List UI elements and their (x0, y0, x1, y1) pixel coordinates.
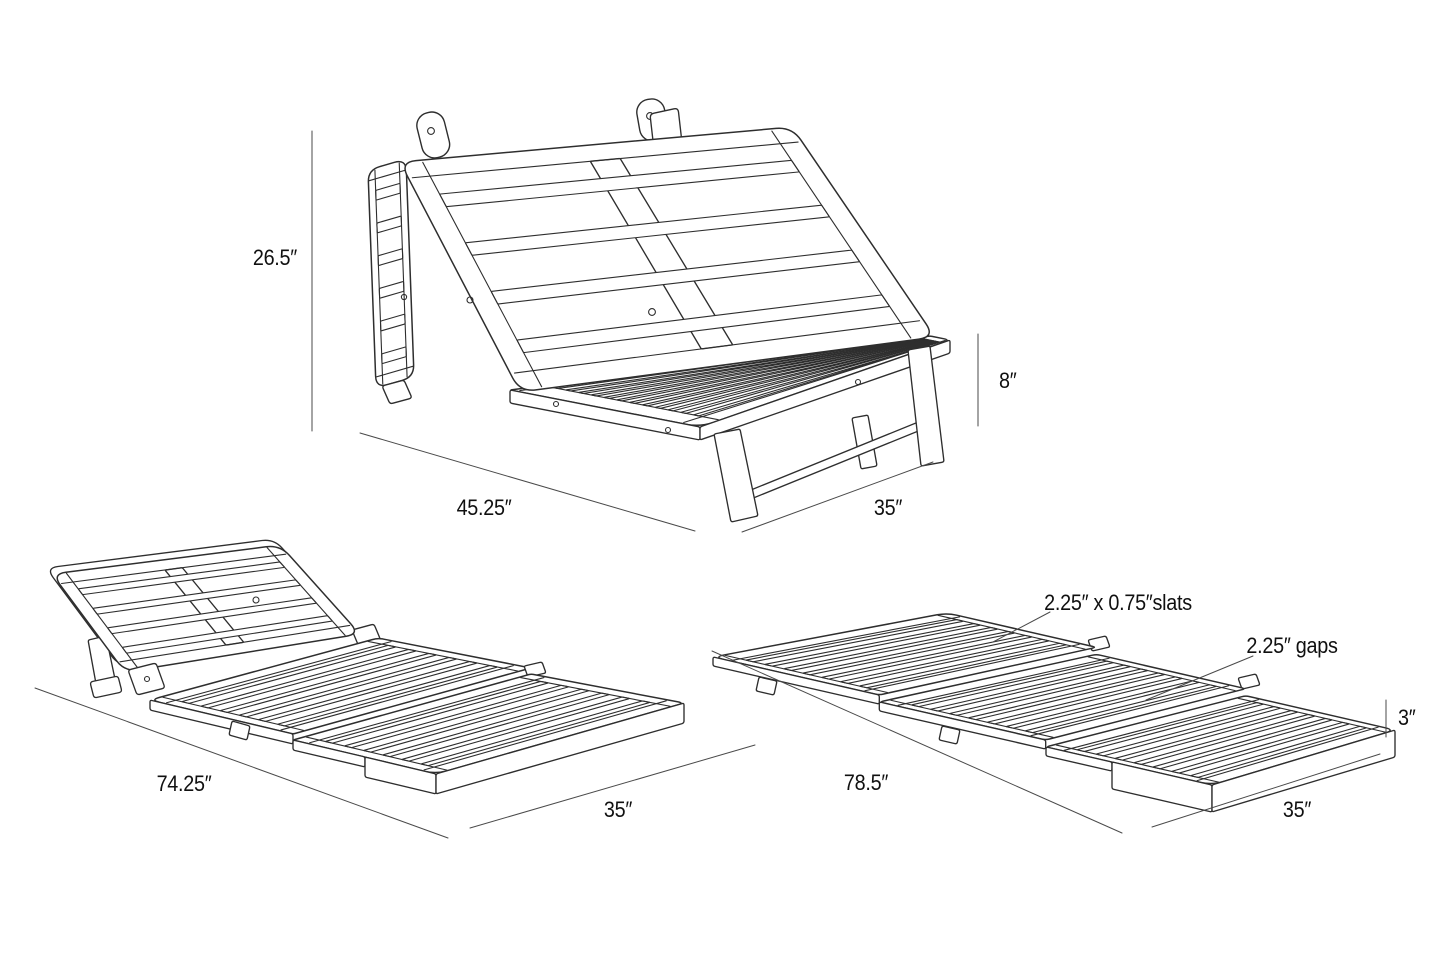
foot-block (228, 720, 251, 741)
label-flat-height: 3″ (1398, 706, 1416, 730)
side-face (878, 701, 1047, 750)
backrest-rail-edge (513, 320, 920, 374)
side-face (712, 656, 880, 705)
seat-front-face (699, 339, 951, 441)
label-flat-length: 78.5″ (844, 771, 889, 795)
label-chair-depth: 45.25″ (457, 496, 513, 520)
lounger-backrest-rail-edge (61, 553, 287, 585)
bed-section-1-stringer-edge (724, 654, 888, 694)
seat-screw (664, 426, 672, 434)
label-slats-note: 2.25″ x 0.75″slats (1044, 591, 1192, 615)
label-gaps-note: 2.25″ gaps (1246, 634, 1337, 658)
seat-deck-stringer-edge (544, 385, 719, 421)
seat-screw (854, 378, 862, 386)
lounger-backrest-stringer-edge (266, 547, 346, 636)
deck-section-1-rail-edge (280, 665, 514, 731)
deck-section-2-stringer-edge (520, 677, 671, 707)
bed-section-1-rail-edge (864, 643, 1080, 692)
seat-deck-rail-edge (683, 339, 946, 424)
folded-deck-ladder-stringer-edge (374, 169, 384, 385)
deck-section-2-rail-edge (423, 700, 667, 771)
backrest-rail-edge (411, 141, 799, 179)
leader-line-gaps (1145, 655, 1254, 701)
dim-line-chair-width (741, 461, 934, 533)
figure-lounger-position (49, 539, 685, 795)
deck-section-2-stringer-edge (305, 736, 448, 771)
hinge-screw (400, 293, 408, 301)
dim-line-lounger-length (34, 687, 449, 839)
backrest-screw (466, 296, 474, 304)
backrest-stringer-edge (771, 130, 912, 339)
kickstand-foot (89, 675, 123, 699)
figure-chair-position (367, 98, 951, 523)
bed-section-2-stringer-edge (1087, 656, 1236, 692)
dim-line-flat-length (711, 650, 1123, 834)
lounger-backrest-stringer-edge (65, 572, 139, 670)
bed-section-3-stringer-edge (1237, 697, 1386, 733)
backrest-screw (648, 308, 656, 316)
deck-section-2-rail-edge (309, 677, 545, 744)
foot-block (938, 725, 961, 745)
backrest-stringer-edge (422, 161, 543, 388)
rear-support (851, 414, 878, 470)
dim-line-flat-width (1151, 753, 1381, 828)
backrest-screw (252, 596, 260, 604)
bed-section-2-rail-edge (1030, 685, 1230, 737)
label-lounger-length: 74.25″ (157, 772, 213, 796)
base-box-end (435, 702, 685, 795)
hinge-screw (143, 675, 151, 683)
label-chair-back-height: 26.5″ (253, 246, 298, 270)
dimension-lines (34, 130, 1387, 839)
dimension-labels: 26.5″ 8″ 45.25″ 35″ 74.25″ 35″ 2.25″ x 0… (157, 246, 1417, 822)
rear-leg (907, 345, 945, 467)
lounger-backrest-rail-edge (119, 624, 351, 663)
base-box-end (1211, 729, 1396, 813)
bed-section-3-stringer-edge (1055, 744, 1220, 783)
deck-section-1-rail-edge (166, 641, 392, 704)
front-leg (713, 428, 759, 523)
bed-section-3-rail-edge (1063, 699, 1260, 751)
leader-line-slats (992, 611, 1051, 643)
hinge-ear (416, 111, 451, 159)
ladder-foot (382, 379, 412, 405)
label-lounger-width: 35″ (604, 798, 633, 822)
deck-section-1-stringer-edge (367, 640, 519, 672)
hinge-ear-screw (427, 127, 435, 135)
bed-section-3-rail-edge (1196, 726, 1379, 782)
hinge-plate (128, 662, 165, 696)
dim-line-lounger-width (469, 744, 756, 829)
folded-deck-ladder-stringer-edge (398, 162, 408, 378)
label-flat-width: 35″ (1283, 798, 1312, 822)
bed-section-1-rail-edge (731, 616, 961, 661)
leg-stretcher (745, 413, 939, 502)
hinge-tab (1237, 673, 1261, 690)
deck-section-1-stringer-edge (162, 696, 305, 731)
bed-section-2-rail-edge (897, 657, 1110, 706)
dim-line-chair-depth (359, 432, 696, 532)
label-chair-width: 35″ (874, 496, 903, 520)
figure-flat-position (712, 613, 1396, 813)
bed-section-2-stringer-edge (890, 699, 1054, 738)
foot-block (755, 676, 778, 696)
label-chair-seat-height: 8″ (999, 369, 1017, 393)
seat-screw (552, 400, 560, 408)
